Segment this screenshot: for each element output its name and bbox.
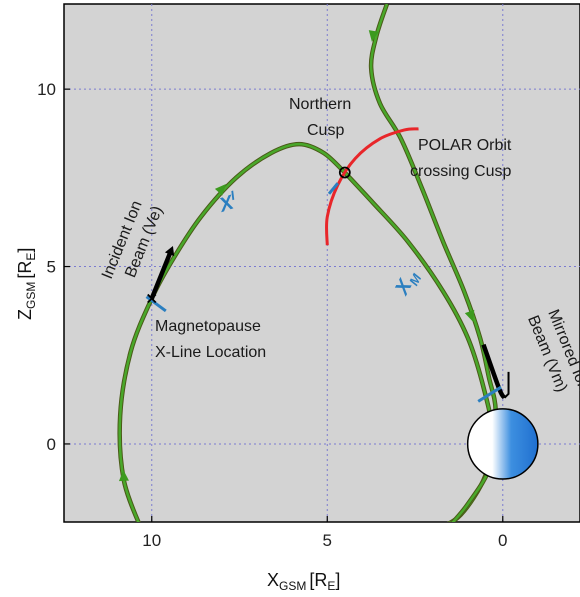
polar-orbit-path (324, 127, 419, 246)
field-line-incident (118, 142, 346, 522)
y-tick-label-2: 10 (37, 80, 56, 99)
ion-beams (149, 245, 510, 400)
field-arrow-3 (464, 309, 475, 322)
field-arrow-2 (368, 30, 379, 42)
incident-beam-arrow (149, 249, 174, 300)
magnetopause-label-line2: X-Line Location (155, 344, 266, 361)
y-tick-label-0: 0 (47, 435, 56, 454)
polar-orbit-label-line1: POLAR Orbit (418, 137, 512, 154)
axis-ticks: 10 5 0 0 5 10 (37, 80, 507, 550)
mirrored-beam-hook (503, 371, 510, 399)
northern-cusp-label-line2: Cusp (307, 122, 344, 139)
field-arrow-0 (118, 469, 129, 482)
x-tick-label-2: 0 (498, 531, 507, 550)
x-line-marker (147, 293, 157, 304)
x-tick-label-1: 5 (323, 531, 332, 550)
magnetopause-label-line1: Magnetopause (155, 318, 261, 335)
x-axis-label: XGSM[RE] (267, 570, 340, 593)
field-line-arrows (118, 30, 475, 482)
blue-marker-0 (145, 295, 167, 313)
cusp-crossing-marker (338, 166, 351, 179)
earth-icon (466, 408, 539, 480)
y-tick-label-1: 5 (47, 258, 56, 277)
incident-beam-head (164, 245, 175, 257)
x-incident-label: XI (215, 188, 240, 217)
blue-marker-1 (327, 182, 339, 195)
blue-marker-2 (477, 385, 502, 403)
y-axis-label: ZGSM[RE] (15, 248, 38, 320)
blue-markers (145, 182, 502, 403)
polar-orbit-label-line2: crossing Cusp (410, 163, 511, 180)
x-tick-label-0: 10 (142, 531, 161, 550)
northern-cusp-label-line1: Northern (289, 96, 351, 113)
field-arrow-1 (214, 184, 226, 196)
